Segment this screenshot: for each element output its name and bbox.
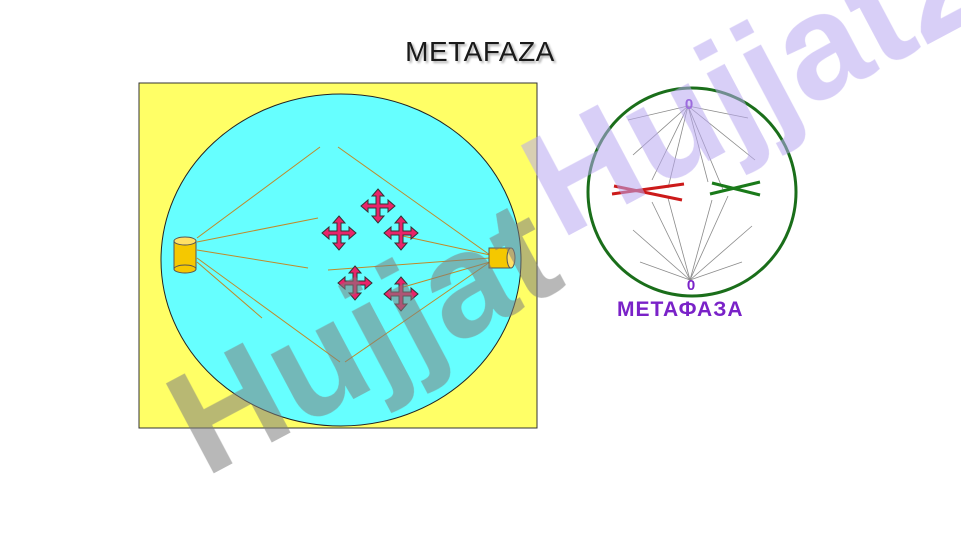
chromosome-green [709, 180, 761, 197]
pole-bottom-label: 0 [687, 277, 695, 294]
chromosome-red [611, 182, 685, 202]
centriole-icon [488, 247, 516, 269]
slide-title: METAFAZA [405, 36, 555, 67]
metaphase-caption: МЕТАФАЗА [617, 298, 744, 321]
spindle-fibers [196, 146, 491, 363]
spindle-fibers-right [627, 105, 756, 281]
centriole-icon [173, 236, 197, 274]
pole-top-label: 0 [685, 96, 693, 113]
metaphase-cell-right: 0 0 [586, 86, 798, 298]
cell-body [160, 93, 522, 427]
